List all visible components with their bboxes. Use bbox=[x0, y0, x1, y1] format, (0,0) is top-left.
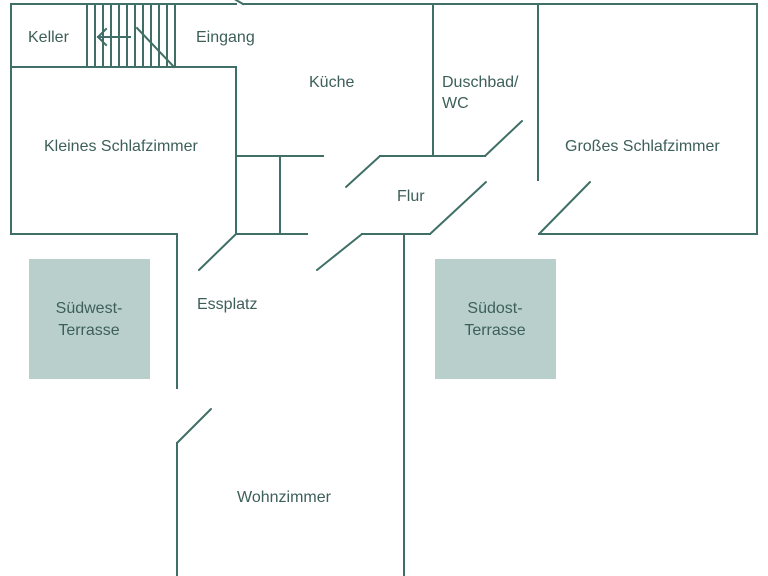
room-label-kueche: Küche bbox=[309, 74, 355, 91]
room-label-grosses-schlafzimmer: Großes Schlafzimmer bbox=[565, 138, 720, 155]
suedost-terrace-area bbox=[435, 259, 556, 379]
terrace-label-suedost-line2: Terrasse bbox=[464, 322, 526, 339]
main-walls bbox=[10, 0, 758, 576]
room-label-duschbad-line2: WC bbox=[442, 95, 469, 112]
terrace-label-suedost-line1: Südost- bbox=[467, 300, 523, 317]
door-lines bbox=[176, 120, 591, 444]
room-label-flur: Flur bbox=[397, 188, 425, 205]
room-label-duschbad-line1: Duschbad/ bbox=[442, 74, 519, 91]
terrace-label-suedwest-line1: Südwest- bbox=[55, 300, 123, 317]
arrow-left-icon bbox=[96, 27, 131, 47]
terrace-label-suedwest-line2: Terrasse bbox=[58, 322, 120, 339]
room-label-kleines-schlafzimmer: Kleines Schlafzimmer bbox=[44, 138, 198, 155]
staircase bbox=[86, 3, 176, 69]
keller-walls bbox=[10, 3, 237, 68]
room-label-wohnzimmer: Wohnzimmer bbox=[237, 489, 331, 506]
room-label-keller: Keller bbox=[28, 29, 69, 46]
room-label-eingang: Eingang bbox=[196, 29, 255, 46]
room-label-essplatz: Essplatz bbox=[197, 296, 258, 313]
suedwest-terrace-area bbox=[29, 259, 150, 379]
